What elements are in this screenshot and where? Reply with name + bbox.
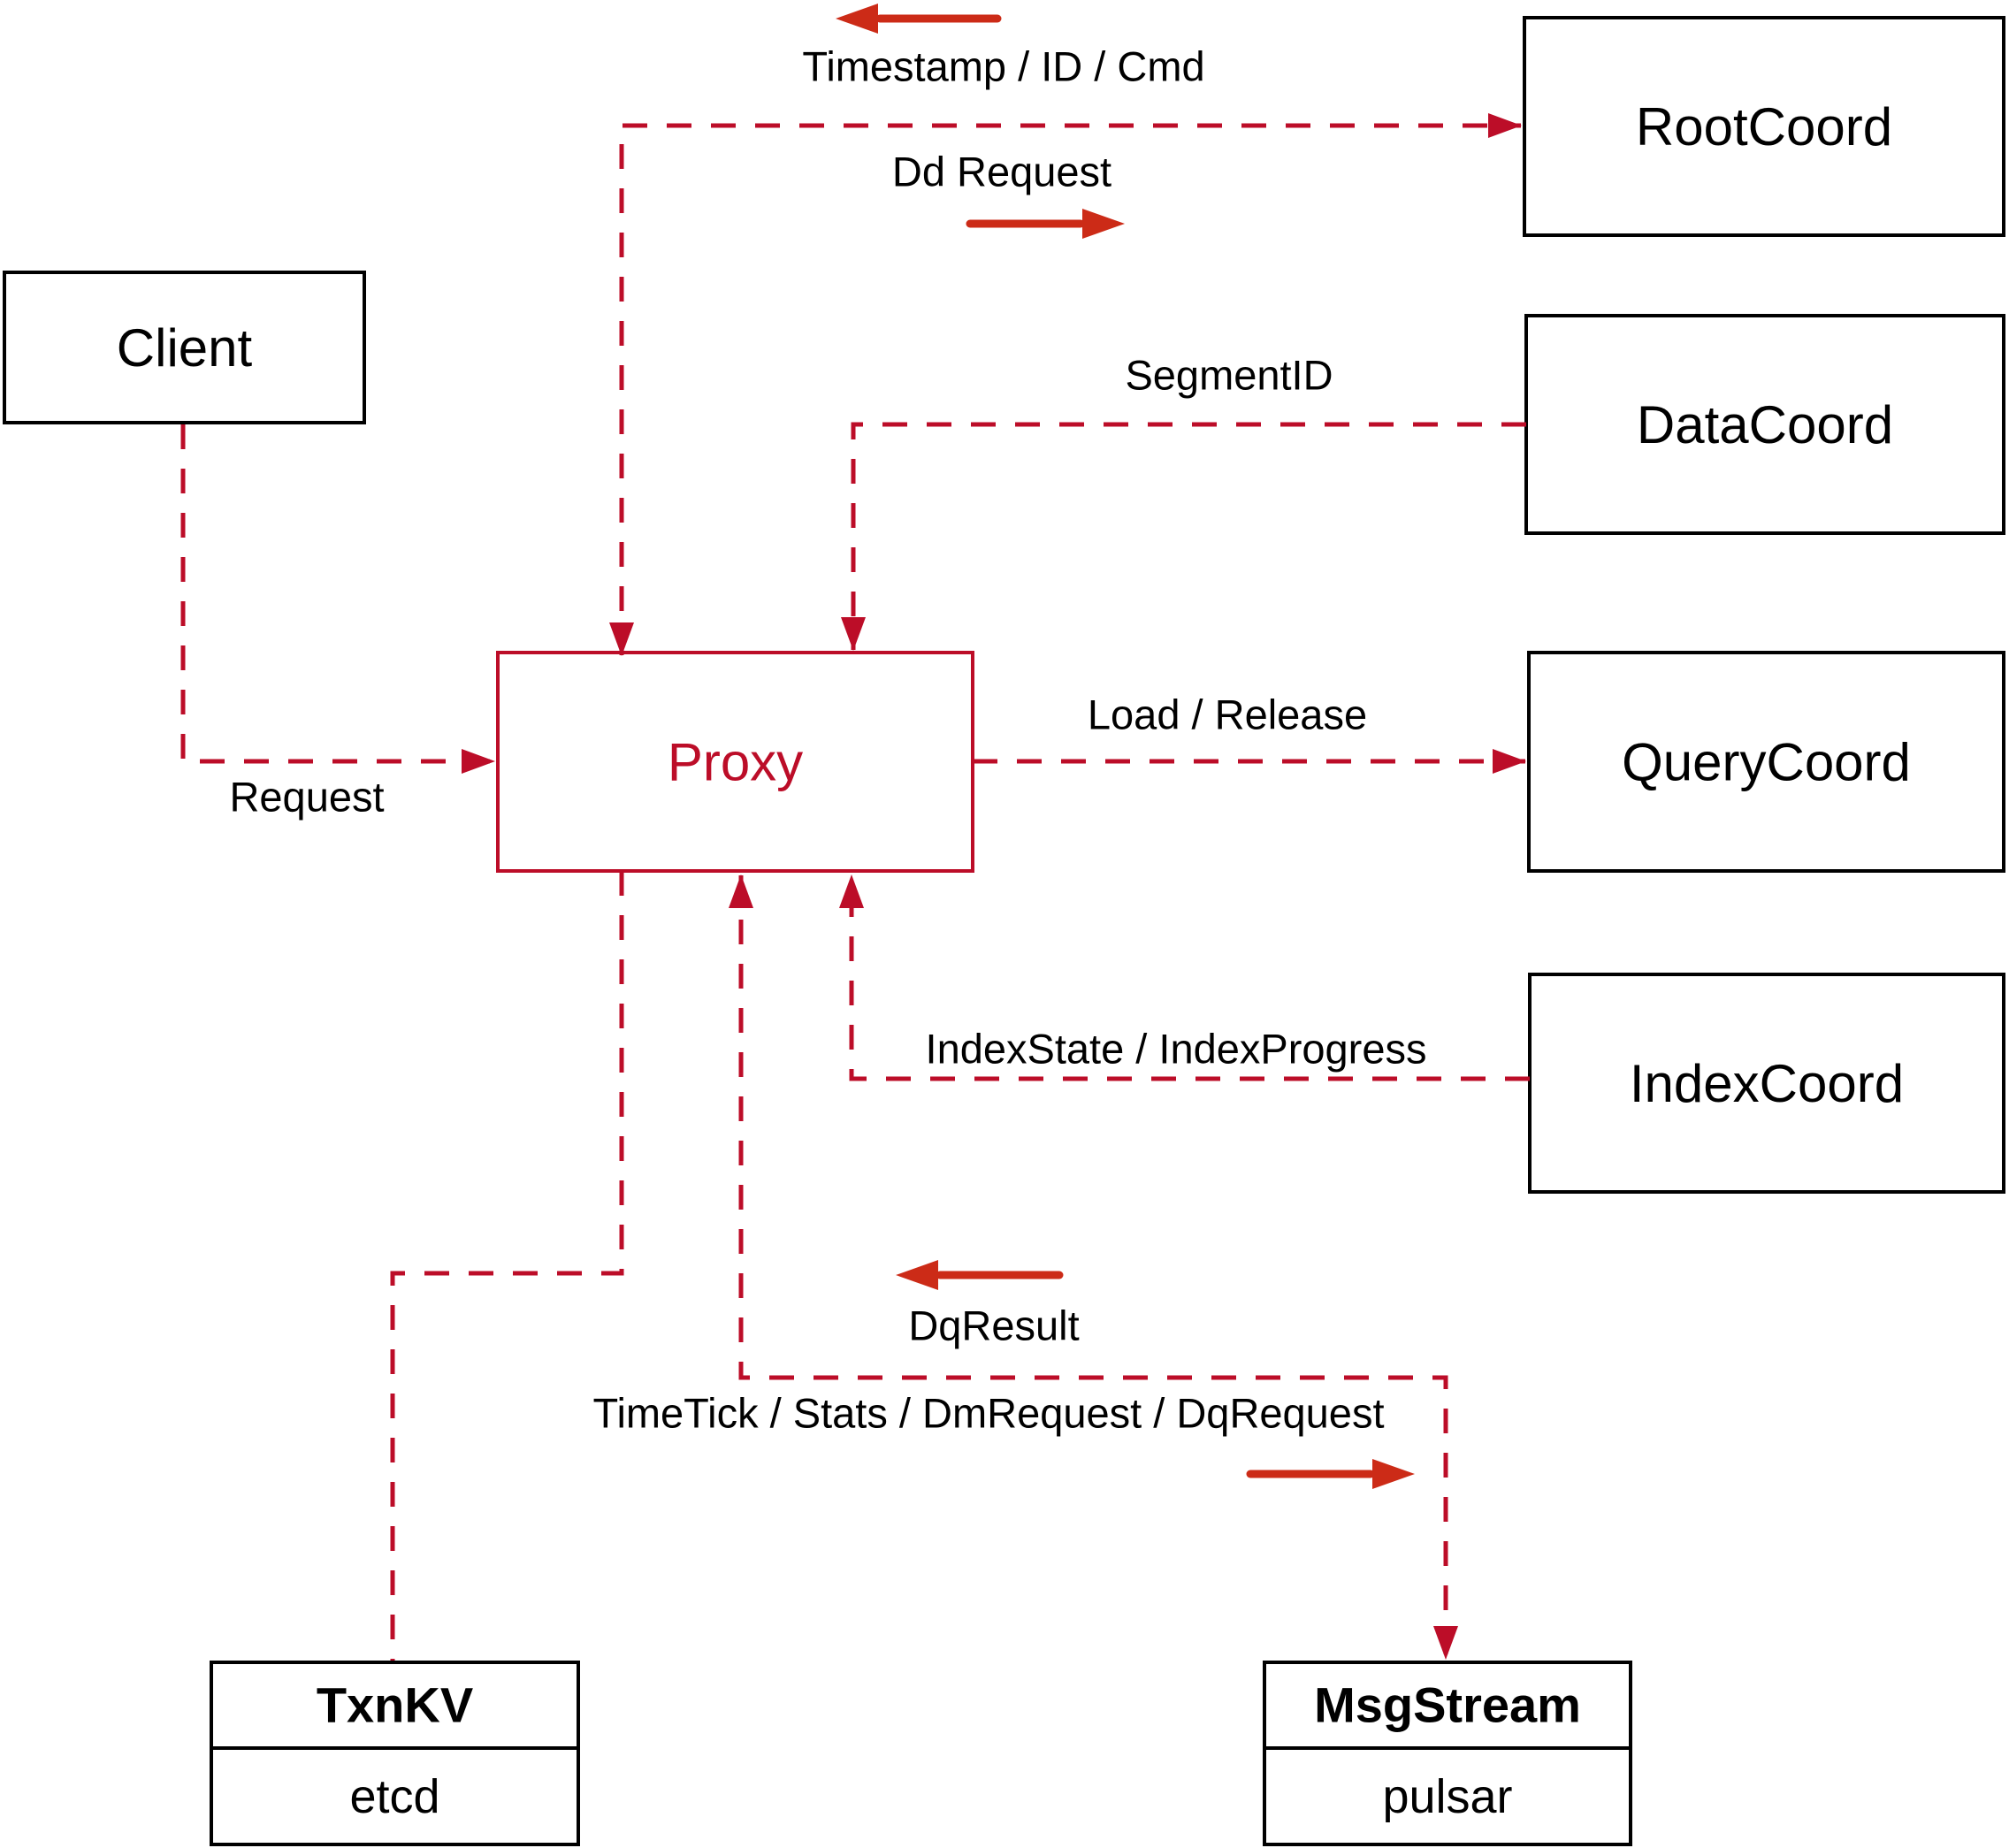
edge-client-to-proxy bbox=[180, 424, 495, 774]
node-rootcoord-label: RootCoord bbox=[1636, 97, 1892, 157]
node-rootcoord: RootCoord bbox=[1523, 16, 2005, 237]
edge-proxy-rootcoord bbox=[609, 113, 1522, 656]
node-msgstream-body-label: pulsar bbox=[1382, 1770, 1512, 1823]
node-msgstream-box bbox=[1263, 1661, 1632, 1846]
node-querycoord: QueryCoord bbox=[1527, 651, 2005, 873]
edge-label-timetick-stats: TimeTick / Stats / DmRequest / DqRequest bbox=[592, 1389, 1384, 1436]
edge-label-load-release: Load / Release bbox=[1088, 691, 1367, 737]
edge-label-request: Request bbox=[229, 773, 384, 820]
node-txnkv-title: TxnKV bbox=[317, 1676, 473, 1732]
node-client: Client bbox=[3, 271, 366, 424]
node-datacoord-box bbox=[1524, 314, 2005, 535]
edge-label-segmentid: SegmentID bbox=[1125, 351, 1333, 398]
node-querycoord-box bbox=[1527, 651, 2005, 873]
edge-label-timestamp-id-cmd: Timestamp / ID / Cmd bbox=[802, 42, 1204, 89]
node-indexcoord: IndexCoord bbox=[1528, 973, 2005, 1194]
edge-proxy-msgstream bbox=[729, 874, 1458, 1660]
node-client-label: Client bbox=[117, 318, 253, 378]
node-msgstream: MsgStream pulsar bbox=[1263, 1661, 1632, 1846]
node-proxy-box bbox=[496, 651, 974, 873]
edge-label-dqresult: DqResult bbox=[908, 1302, 1079, 1348]
node-txnkv-body-label: etcd bbox=[349, 1770, 439, 1823]
edge-datacoord-to-proxy bbox=[841, 422, 1526, 651]
node-querycoord-label: QueryCoord bbox=[1622, 732, 1911, 791]
node-txnkv-box bbox=[210, 1661, 580, 1846]
node-datacoord: DataCoord bbox=[1524, 314, 2005, 535]
dqresult-return-arrow bbox=[896, 1260, 1064, 1290]
timestamp-return-arrow bbox=[836, 4, 1002, 34]
edge-proxy-to-txnkv bbox=[390, 871, 624, 1661]
node-indexcoord-label: IndexCoord bbox=[1630, 1054, 1904, 1113]
node-txnkv: TxnKV etcd bbox=[210, 1661, 580, 1846]
flow-arrows-layer bbox=[836, 4, 1415, 1489]
edge-label-dd-request: Dd Request bbox=[892, 148, 1111, 195]
node-datacoord-label: DataCoord bbox=[1637, 395, 1893, 454]
node-indexcoord-box bbox=[1528, 973, 2005, 1194]
edge-label-indexstate-indexprogress: IndexState / IndexProgress bbox=[926, 1025, 1427, 1072]
dqrequest-send-arrow bbox=[1246, 1459, 1415, 1489]
node-rootcoord-box bbox=[1523, 16, 2005, 237]
node-proxy: Proxy bbox=[496, 651, 974, 873]
dd-request-arrow bbox=[966, 209, 1125, 239]
edges-layer bbox=[180, 113, 1530, 1661]
node-msgstream-title: MsgStream bbox=[1314, 1676, 1581, 1732]
node-proxy-label: Proxy bbox=[668, 732, 803, 791]
node-client-box bbox=[3, 271, 366, 424]
